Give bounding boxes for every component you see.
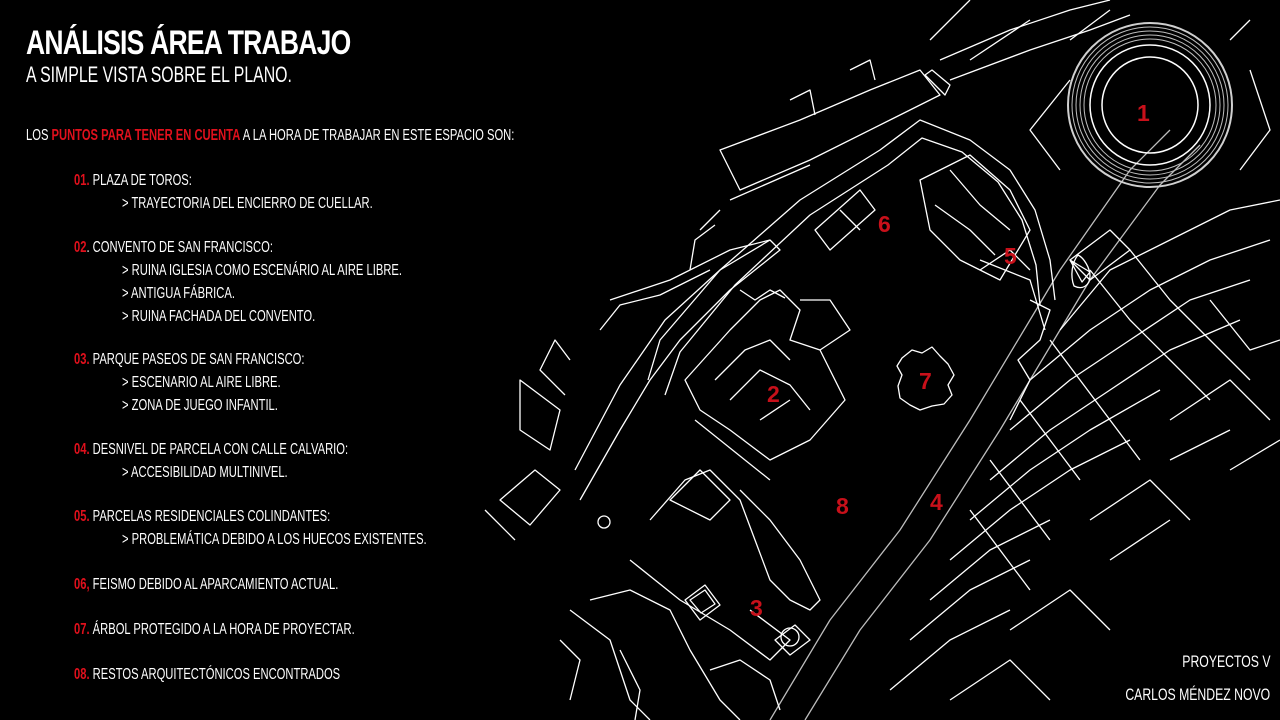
map-label-6: 6 [878, 211, 891, 237]
site-plan-map: 1 2 3 4 5 6 7 8 [484, 0, 1280, 720]
point-text: FEISMO DEBIDO AL APARCAMIENTO ACTUAL. [89, 576, 339, 593]
point-number: 07. [74, 621, 90, 638]
point-number: 01. [74, 172, 90, 189]
intro-text: LOS PUNTOS PARA TENER EN CUENTA A LA HOR… [26, 127, 515, 144]
point-subitem: > RUINA FACHADA DEL CONVENTO. [122, 308, 316, 325]
point-item: 08. RESTOS ARQUITECTÓNICOS ENCONTRADOS [74, 666, 454, 684]
point-text: PLAZA DE TOROS: [89, 172, 192, 189]
point-subitem: > ACCESIBILIDAD MULTINIVEL. [122, 464, 288, 481]
map-label-7: 7 [919, 368, 932, 394]
course-credit: PROYECTOS V [1181, 652, 1270, 671]
north-blocks [689, 0, 1131, 271]
protected-tree-outline [896, 346, 955, 411]
page-title: ANÁLISIS ÁREA TRABAJO [26, 24, 351, 62]
point-text: DESNIVEL DE PARCELA CON CALLE CALVARIO: [89, 441, 349, 458]
page-subtitle: A SIMPLE VISTA SOBRE EL PLANO. [26, 62, 292, 87]
southwest-block [559, 469, 821, 720]
intro-highlight: PUNTOS PARA TENER EN CUENTA [51, 127, 241, 144]
point-item: 02. CONVENTO DE SAN FRANCISCO: [74, 239, 358, 257]
point-text: ÁRBOL PROTEGIDO A LA HORA DE PROYECTAR. [89, 621, 355, 638]
blocks-5-6 [814, 154, 1031, 281]
point-item: 04. DESNIVEL DE PARCELA CON CALLE CALVAR… [74, 441, 466, 459]
point-item: 07. ÁRBOL PROTEGIDO A LA HORA DE PROYECT… [74, 621, 475, 639]
point-subitem: > PROBLEMÁTICA DEBIDO A LOS HUECOS EXIST… [122, 531, 427, 548]
point-number: 06, [74, 576, 90, 593]
map-label-3: 3 [750, 595, 763, 621]
main-road [769, 129, 1201, 720]
point-text: PARCELAS RESIDENCIALES COLINDANTES: [89, 508, 331, 525]
point-subitem: > RUINA IGLESIA COMO ESCENÁRIO AL AIRE L… [122, 262, 402, 279]
map-label-2: 2 [767, 381, 780, 407]
point-text: PARQUE PASEOS DE SAN FRANCISCO: [89, 351, 305, 368]
point-text: RESTOS ARQUITECTÓNICOS ENCONTRADOS [89, 666, 341, 683]
point-subitem: > ESCENARIO AL AIRE LIBRE. [122, 374, 281, 391]
east-residential-blocks [889, 199, 1280, 701]
west-road [484, 239, 781, 541]
map-label-5: 5 [1004, 243, 1017, 269]
point-subitem: > ANTIGUA FÁBRICA. [122, 285, 235, 302]
point-item: 01. PLAZA DE TOROS: [74, 172, 242, 190]
point-number: 03. [74, 351, 90, 368]
point-subitem: > TRAYECTORIA DEL ENCIERRO DE CUELLAR. [122, 195, 373, 212]
map-label-1: 1 [1137, 100, 1150, 126]
map-label-4: 4 [930, 489, 943, 515]
point-item: 05. PARCELAS RESIDENCIALES COLINDANTES: [74, 508, 440, 526]
point-number: 02 [74, 239, 87, 256]
point-number: 04. [74, 441, 90, 458]
bullring [1029, 9, 1271, 188]
point-text: . CONVENTO DE SAN FRANCISCO: [86, 239, 273, 256]
author-credit: CARLOS MÉNDEZ NOVO [1125, 685, 1270, 704]
pond-shape [1071, 254, 1091, 289]
map-label-8: 8 [836, 493, 849, 519]
map-labels: 1 2 3 4 5 6 7 8 [750, 100, 1150, 621]
convent-block [684, 289, 851, 481]
point-subitem: > ZONA DE JUEGO INFANTIL. [122, 397, 278, 414]
point-number: 05. [74, 508, 90, 525]
point-item: 06, FEISMO DEBIDO AL APARCAMIENTO ACTUAL… [74, 576, 452, 594]
point-item: 03. PARQUE PASEOS DE SAN FRANCISCO: [74, 351, 403, 369]
point-number: 08. [74, 666, 90, 683]
